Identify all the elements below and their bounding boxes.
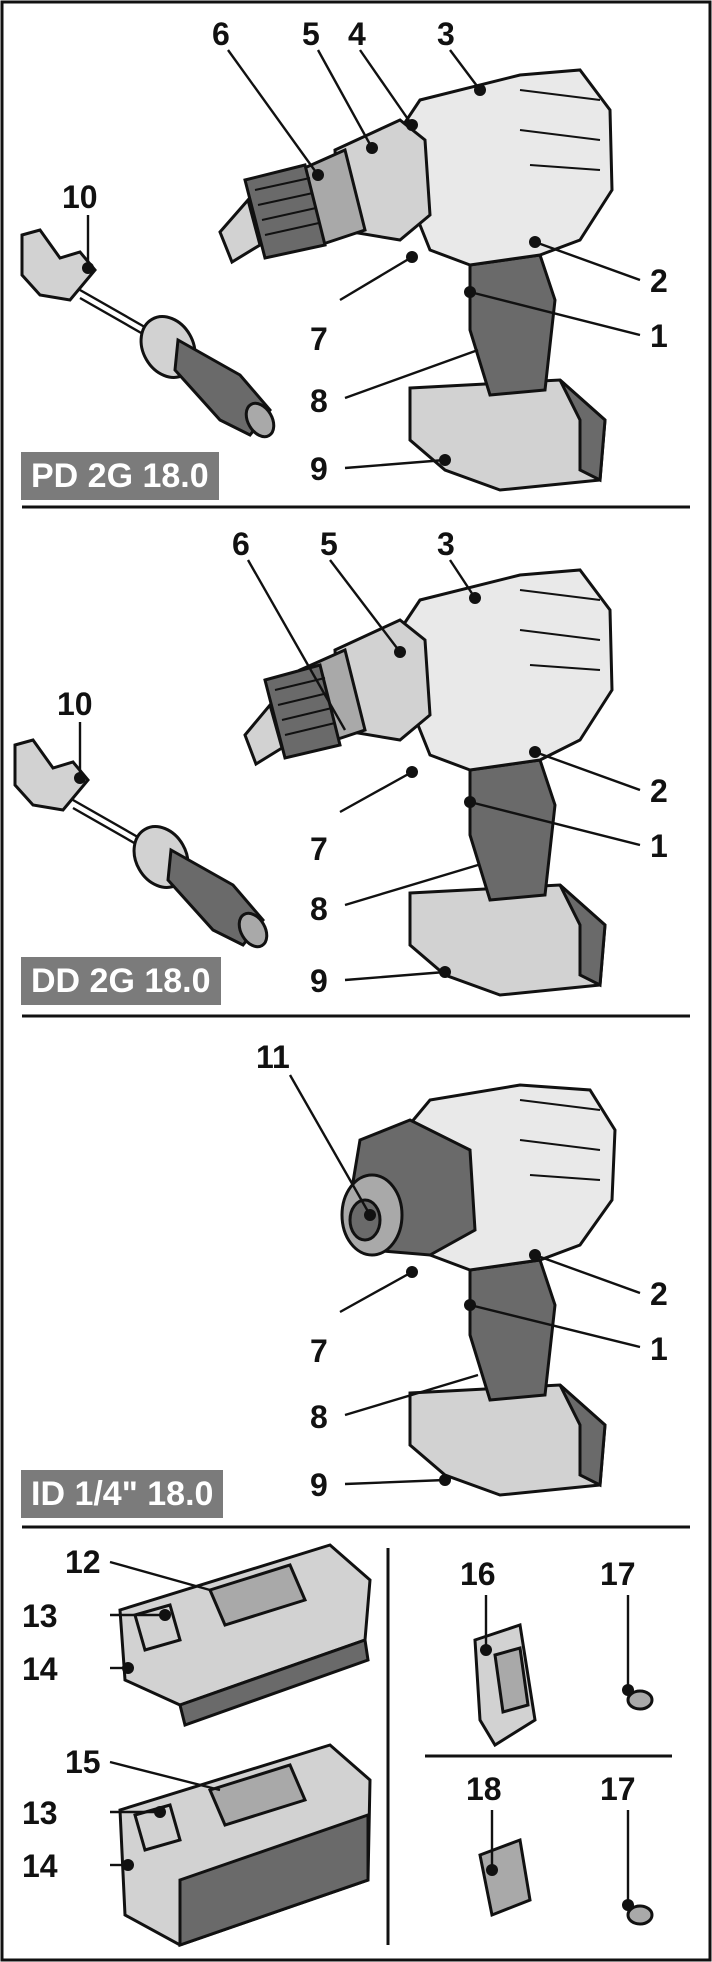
callout-14: 14: [22, 1651, 58, 1687]
callout-17: 17: [600, 1556, 636, 1592]
callout-8c: 8: [310, 1399, 328, 1435]
callout-9c: 9: [310, 1467, 328, 1503]
callout-5: 5: [302, 16, 320, 52]
callout-3b: 3: [437, 526, 455, 562]
leader-lines: [74, 49, 641, 1911]
callout-8b: 8: [310, 891, 328, 927]
callout-numbers: 6 5 4 3 10 2 1 7 8 9 6 5 3 10 2 1 7 8 9 …: [22, 16, 668, 1884]
drill-driver-illustration: [243, 568, 614, 997]
callout-9: 9: [310, 451, 328, 487]
callout-2b: 2: [650, 773, 668, 809]
callout-8: 8: [310, 383, 328, 419]
callout-15: 15: [65, 1744, 101, 1780]
hammer-drill-illustration: [218, 68, 614, 492]
callout-7: 7: [310, 321, 328, 357]
callout-7b: 7: [310, 831, 328, 867]
model-label-id: ID 1/4" 18.0: [21, 1470, 224, 1518]
callout-6: 6: [212, 16, 230, 52]
callout-2c: 2: [650, 1276, 668, 1312]
callout-4: 4: [348, 16, 366, 52]
side-handle-illustration-2: [13, 738, 269, 949]
callout-13: 13: [22, 1598, 58, 1634]
callout-1b: 1: [650, 828, 668, 864]
callout-18: 18: [466, 1771, 502, 1807]
impact-driver-illustration: [340, 1083, 617, 1497]
battery-small-illustration: [118, 1543, 372, 1727]
callout-10: 10: [62, 179, 98, 215]
callout-7c: 7: [310, 1333, 328, 1369]
callout-16: 16: [460, 1556, 496, 1592]
callout-11: 11: [256, 1039, 290, 1075]
belt-clip-illustration: [473, 1623, 537, 1748]
model-label-dd: DD 2G 18.0: [21, 957, 221, 1005]
callout-5b: 5: [320, 526, 338, 562]
side-handle-illustration: [20, 228, 276, 439]
callout-14b: 14: [22, 1848, 58, 1884]
callout-6b: 6: [232, 526, 250, 562]
callout-2: 2: [650, 263, 668, 299]
callout-17b: 17: [600, 1771, 636, 1807]
callout-1: 1: [650, 318, 668, 354]
bit-holder-illustration: [478, 1837, 532, 1918]
callout-12: 12: [65, 1544, 101, 1580]
callout-3: 3: [437, 16, 455, 52]
battery-large-illustration: [118, 1743, 372, 1948]
callout-10b: 10: [57, 686, 93, 722]
screw-illustration-2: [626, 1904, 654, 1926]
callout-9b: 9: [310, 963, 328, 999]
callout-1c: 1: [650, 1331, 668, 1367]
model-label-pd: PD 2G 18.0: [21, 452, 219, 500]
callout-13b: 13: [22, 1795, 58, 1831]
